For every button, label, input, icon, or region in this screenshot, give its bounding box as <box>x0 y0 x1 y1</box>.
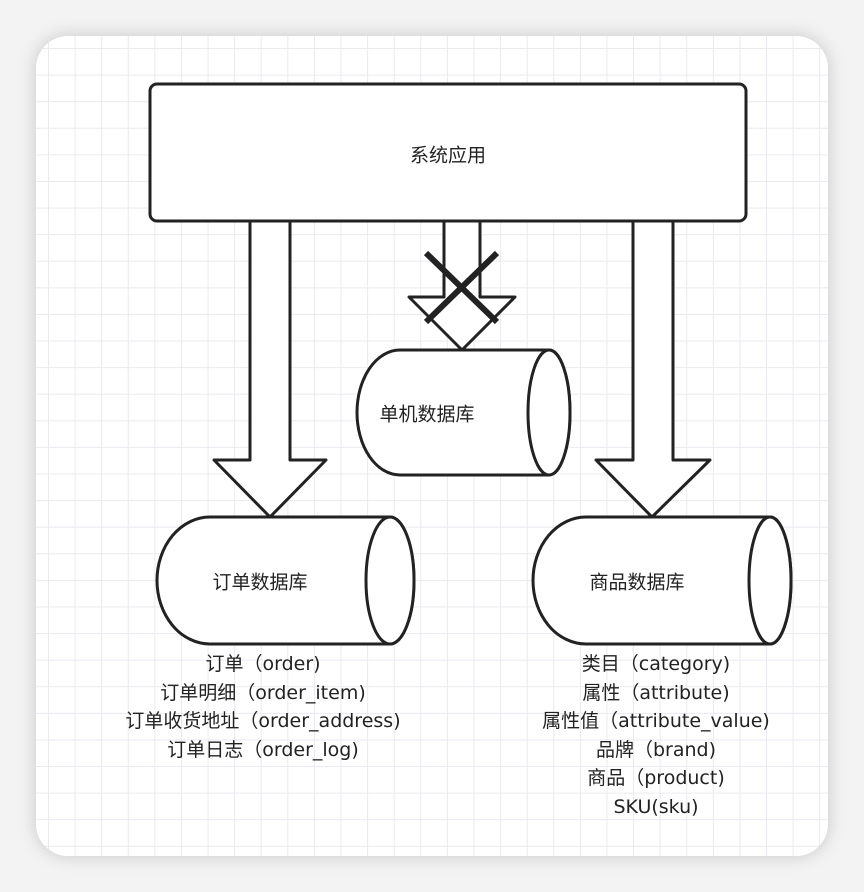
cross-out-icon <box>423 250 500 325</box>
arrow-to-product-db <box>594 219 712 519</box>
order-db-cylinder <box>155 515 416 646</box>
order-db-table-list: 订单（order) 订单明细（order_item) 订单收货地址（order_… <box>125 650 400 764</box>
app-box-label: 系统应用 <box>409 144 487 167</box>
table-item: 类目（category) <box>581 653 731 675</box>
product-db-cylinder <box>531 515 793 646</box>
order-db-label: 订单数据库 <box>212 571 308 594</box>
product-db-label: 商品数据库 <box>589 571 685 594</box>
table-item: 属性（attribute) <box>582 681 730 704</box>
table-item: 品牌（brand) <box>595 738 717 761</box>
table-item: 订单（order) <box>205 653 321 675</box>
standalone-db-label: 单机数据库 <box>379 403 475 426</box>
table-item: 商品（product) <box>587 767 725 790</box>
table-item: 属性值（attribute_value) <box>542 710 770 733</box>
standalone-db-cylinder <box>355 348 572 477</box>
table-item: SKU(sku) <box>613 795 699 818</box>
arrow-to-order-db <box>212 219 328 519</box>
product-db-table-list: 类目（category) 属性（attribute) 属性值（attribute… <box>542 650 770 822</box>
table-item: 订单日志（order_log) <box>167 738 359 761</box>
table-item: 订单收货地址（order_address) <box>125 710 401 733</box>
table-item: 订单明细（order_item) <box>160 681 366 704</box>
